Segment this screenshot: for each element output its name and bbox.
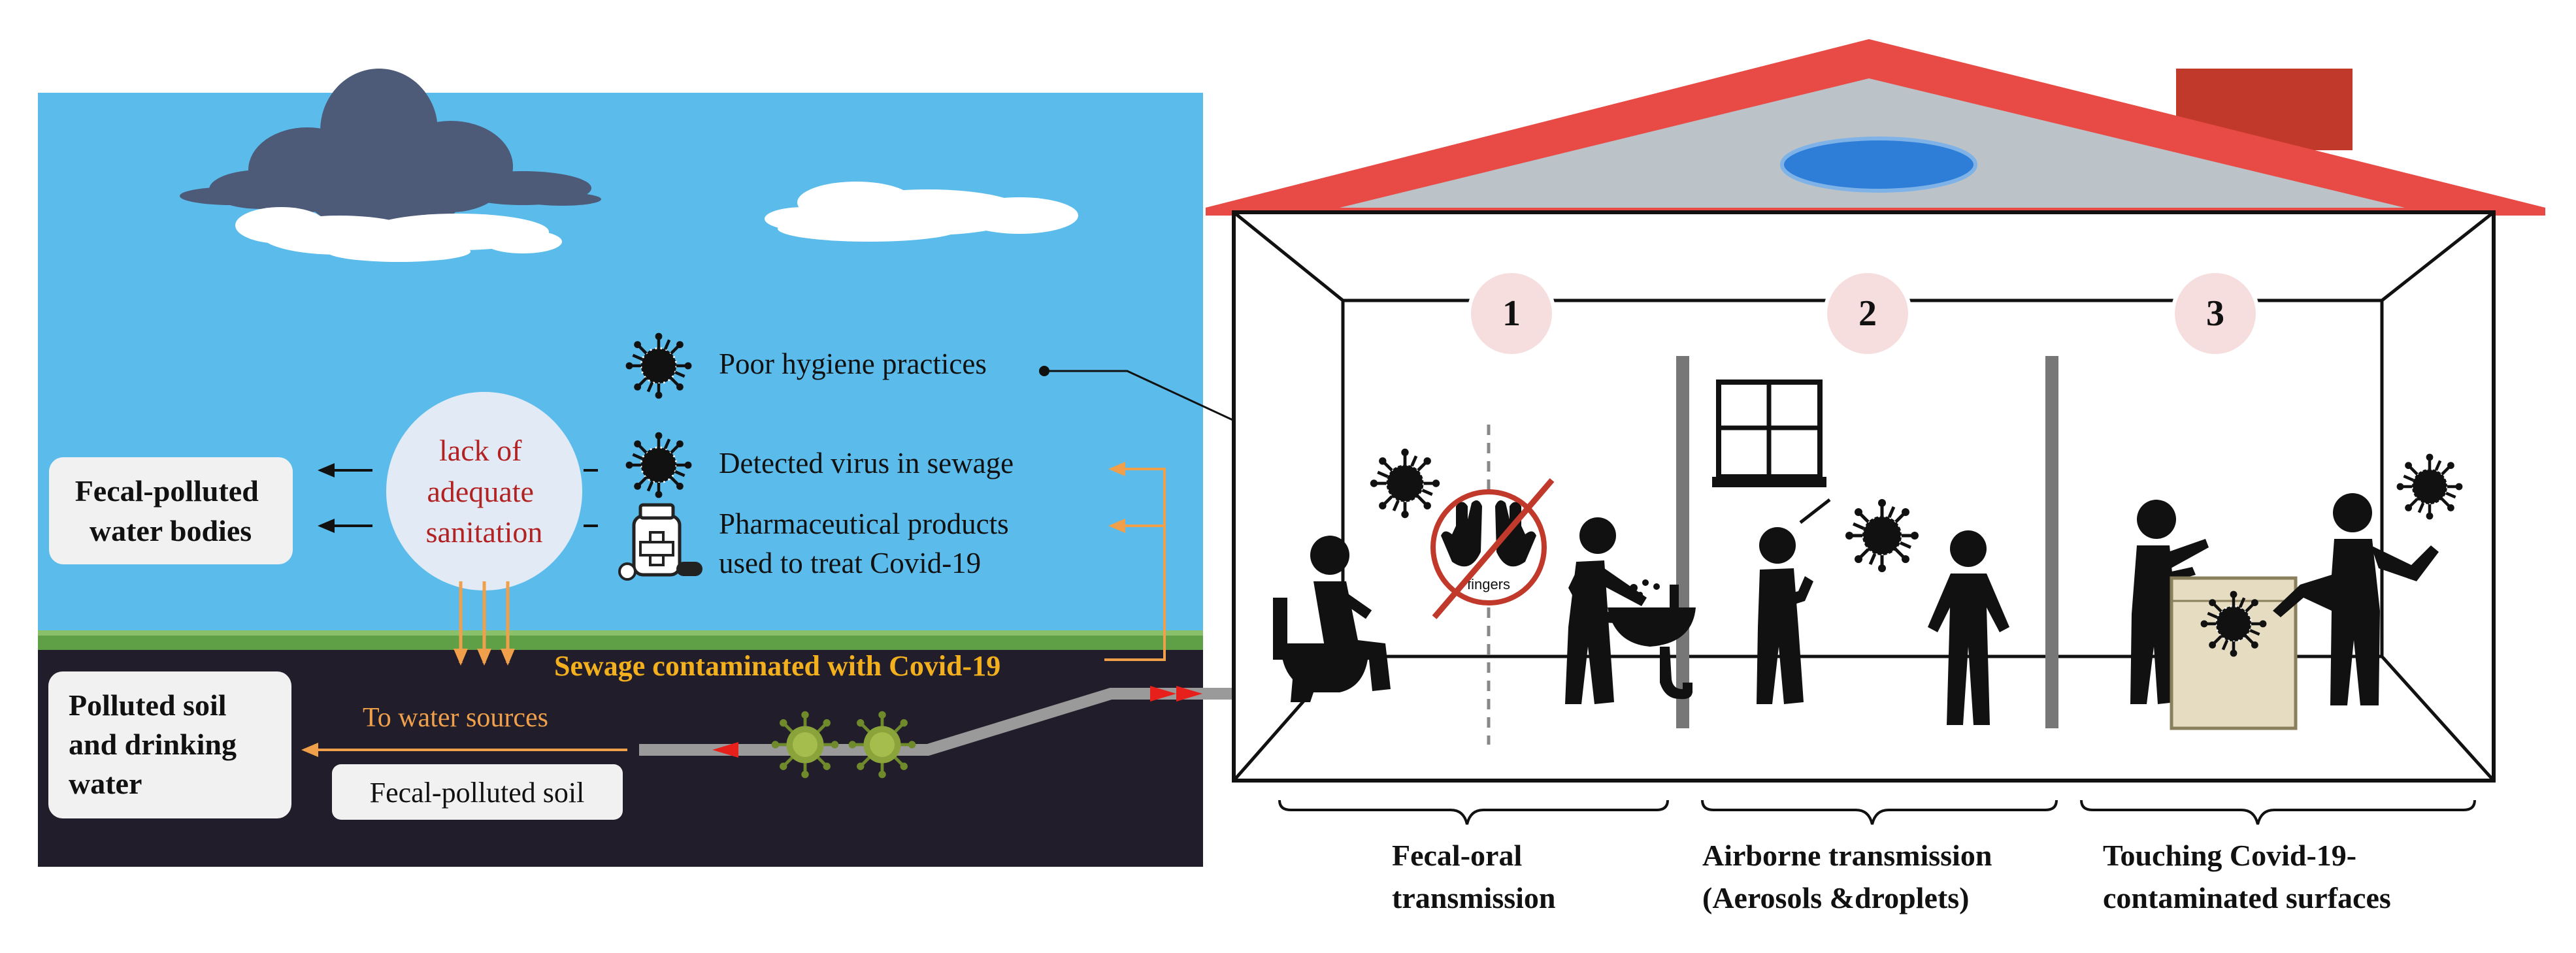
storm-cloud-icon: [180, 69, 601, 232]
window-icon: [1712, 380, 1826, 487]
house: 1 2 3 fingers: [1206, 39, 2545, 914]
virus-icon: [1845, 499, 1919, 572]
cough-line: [1799, 498, 1831, 524]
room-number-badge: 2: [1823, 269, 1912, 358]
polluted-soil-line: and drinking: [69, 728, 237, 761]
person-coughing-icon: [1757, 527, 1813, 704]
svg-text:Fecal-oral transmission: Fecal-oral transmission: [1392, 839, 1555, 914]
divider: [2045, 356, 2058, 728]
caption-line: transmission: [1392, 881, 1555, 914]
virus-icon: [1370, 449, 1440, 518]
svg-text:lack of adequate: lack of adequate sanitation: [426, 434, 543, 549]
virus-icon: [626, 432, 692, 498]
sanitation-line: lack of: [439, 434, 522, 467]
polluted-soil-line: Polluted soil: [69, 688, 227, 722]
room-number-badge: 1: [1467, 269, 1556, 358]
caption-line: Airborne transmission: [1702, 839, 1992, 872]
source-label: Poor hygiene practices: [719, 347, 987, 380]
coronavirus-icon: [849, 711, 916, 779]
source-label: Detected virus in sewage: [719, 447, 1014, 479]
person-sitting-icon: [1310, 536, 1391, 691]
room-number: 2: [1858, 293, 1877, 334]
virus-icon: [2397, 454, 2463, 520]
caption-line: Fecal-oral: [1392, 839, 1522, 872]
source-label: Pharmaceutical products: [719, 508, 1009, 540]
white-cloud-icon: [765, 182, 1078, 242]
caption-bracket: [1278, 800, 2476, 825]
caption-line: (Aerosols &droplets): [1702, 881, 1969, 914]
person-standing-icon: [1928, 530, 2009, 725]
fecal-soil-box: [332, 764, 623, 820]
virus-icon: [2201, 591, 2267, 657]
svg-text:Polluted soil and drinki: Polluted soil and drinking water: [69, 688, 244, 800]
polluted-soil-box: [48, 671, 291, 818]
to-water-sources-label: To water sources: [363, 703, 548, 733]
water-bodies-line: Fecal-polluted: [75, 474, 259, 508]
svg-text:Airborne transmission (A: Airborne transmission (Aerosols &droplet…: [1702, 839, 2000, 914]
grass-highlight: [38, 630, 1203, 636]
coronavirus-icon: [772, 711, 839, 779]
white-cloud-icon: [235, 207, 562, 262]
caption-line: contaminated surfaces: [2103, 881, 2391, 914]
no-fingers-icon: fingers: [1430, 478, 1555, 619]
sewage-label: Sewage contaminated with Covid-19: [554, 650, 1000, 682]
environment-panel: lack of adequate sanitation Fecal-pollut…: [38, 69, 1323, 867]
person-touching-box-icon: [2130, 500, 2209, 704]
sewage-pipe: [639, 686, 1278, 778]
downward-arrows: [454, 581, 515, 666]
divider: [1676, 356, 1689, 728]
room-number: 1: [1502, 293, 1521, 334]
water-bodies-line: water bodies: [90, 514, 252, 547]
sink-icon: [1608, 579, 1696, 700]
room-number-badge: 3: [2171, 269, 2260, 358]
virus-icon: [626, 333, 692, 399]
source-label: used to treat Covid-19: [719, 547, 981, 579]
sanitation-bubble: lack of adequate sanitation: [386, 392, 582, 590]
polluted-soil-line: water: [69, 767, 142, 800]
svg-text:Touching Covid-19- conta: Touching Covid-19- contaminated surfaces: [2103, 839, 2391, 914]
water-bodies-box: [49, 457, 293, 564]
caption-line: Touching Covid-19-: [2103, 839, 2356, 872]
person-pointing-icon: [2273, 493, 2439, 705]
sanitation-line: sanitation: [426, 515, 543, 549]
room-number: 3: [2206, 293, 2224, 334]
sanitation-line: adequate: [427, 475, 534, 508]
no-fingers-label: fingers: [1467, 576, 1510, 592]
contaminated-box-icon: [2170, 576, 2298, 730]
person-washing-hands-icon: [1565, 517, 1647, 704]
svg-text:Fecal-polluted water bod: Fecal-polluted water bodies: [75, 474, 267, 547]
attic-window: [1780, 137, 1977, 193]
fecal-soil-label: Fecal-polluted soil: [370, 777, 585, 809]
medicine-bottle-icon: [618, 503, 702, 581]
sewage-feedback-arrows: [1104, 462, 1166, 661]
